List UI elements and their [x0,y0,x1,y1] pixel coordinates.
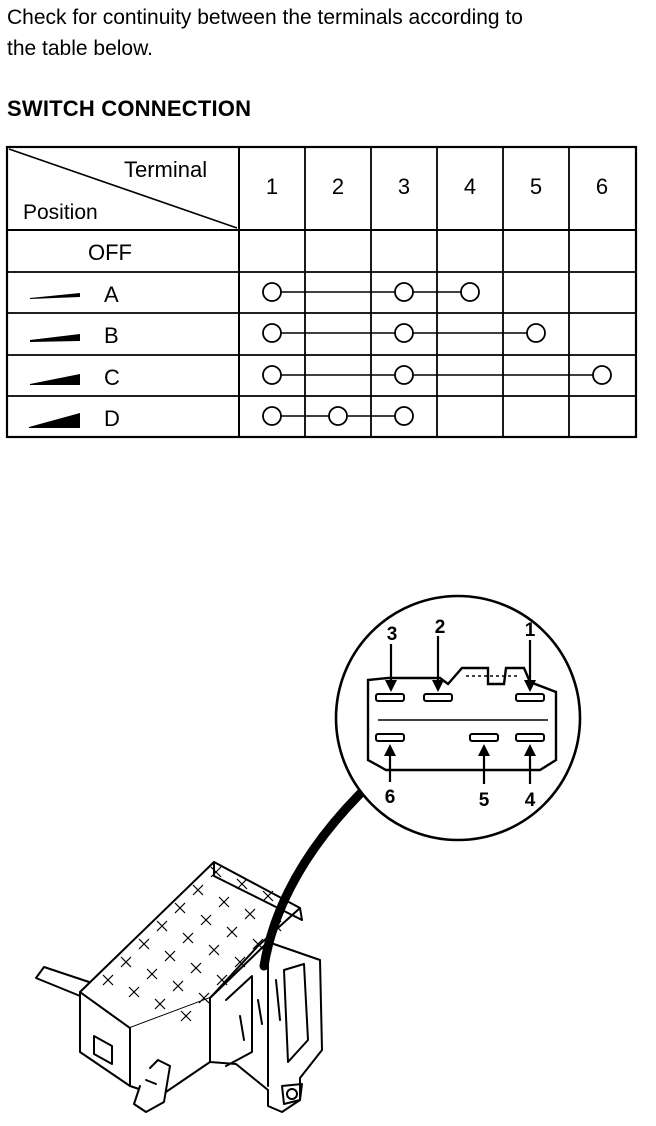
row-label-d: D [104,406,120,431]
position-bar-a-icon [30,293,80,299]
position-bar-c-icon [30,374,80,385]
position-bar-b-icon [30,334,80,342]
hatch-mark [252,938,264,950]
terminal-slot-3 [375,693,405,702]
row-label-c: C [104,365,120,390]
terminal-label-2: 2 [435,617,446,638]
hatch-mark [164,950,176,962]
terminal-slot-1 [515,693,545,702]
terminal-header-2: 2 [332,174,344,199]
hatch-mark [236,878,248,890]
terminal-header-4: 4 [464,174,476,199]
continuity-point [394,406,414,426]
hatch-mark [120,956,132,968]
row-label-off: OFF [88,240,132,265]
pointer-arrowhead-6-icon [384,744,396,756]
switch-connection-table [5,145,638,439]
switch-bottom-clip [133,1059,171,1113]
pointer-arrowhead-5-icon [478,744,490,756]
hatch-mark [226,926,238,938]
continuity-point [394,365,414,385]
connector-detail [334,594,582,842]
terminal-slot-4 [515,733,545,742]
switch-top-rim [213,861,303,921]
hatch-mark [200,914,212,926]
switch-front-recess [93,1035,113,1065]
table-border [5,145,638,439]
hatch-mark [190,962,202,974]
switch-pins [239,979,281,1041]
hatch-mark [180,1010,192,1022]
hatch-mark [262,890,274,902]
continuity-point [328,406,348,426]
header-terminal: Terminal [124,157,207,182]
intro-text: Check for continuity between the termina… [7,2,647,64]
section-title: SWITCH CONNECTION [7,96,252,121]
terminal-label-5: 5 [479,790,490,811]
pointer-arrowhead-1-icon [524,680,536,692]
hatch-mark [154,998,166,1010]
hatch-mark [234,956,246,968]
switch-clip-detail [145,1079,157,1085]
hatch-mark [218,896,230,908]
hatch-mark [244,908,256,920]
continuity-marks [262,282,612,426]
continuity-point [592,365,612,385]
hatch-mark [156,920,168,932]
hatch-mark [172,980,184,992]
switch-illustration [35,861,323,1113]
hatch-mark [192,884,204,896]
continuity-point [262,323,282,343]
terminal-header-3: 3 [398,174,410,199]
hatch-mark [208,944,220,956]
switch-side-panel [283,963,309,1063]
pointer-arrowhead-2-icon [432,680,444,692]
terminal-slot-5 [469,733,499,742]
terminal-slot-6 [375,733,405,742]
switch-mount-tab [281,1083,303,1105]
terminal-label-4: 4 [525,790,536,811]
connector-housing [366,666,558,772]
intro-line-2: the table below. [7,37,153,60]
terminal-header-1: 1 [266,174,278,199]
intro-line-1: Check for continuity between the termina… [7,6,523,29]
hatch-mark [102,974,114,986]
continuity-point [262,365,282,385]
terminal-label-6: 6 [385,787,396,808]
continuity-point [460,282,480,302]
continuity-point [262,282,282,302]
continuity-point [394,323,414,343]
terminal-header-6: 6 [596,174,608,199]
continuity-point [526,323,546,343]
hatch-mark [146,968,158,980]
hatch-mark [198,992,210,1004]
terminal-slot-2 [423,693,453,702]
position-bar-d-icon [29,413,80,428]
hatch-mark [138,938,150,950]
switch-socket [225,975,253,1067]
terminal-header-5: 5 [530,174,542,199]
hatch-mark [174,902,186,914]
row-label-b: B [104,323,119,348]
hatch-mark [216,974,228,986]
pointer-arrowhead-3-icon [385,680,397,692]
detail-leader-line [259,777,377,971]
hatch-mark [128,986,140,998]
header-diagonal [8,148,238,229]
hatch-mark [182,932,194,944]
row-label-a: A [104,282,119,307]
switch-mount-hole [286,1088,298,1100]
continuity-point [262,406,282,426]
header-position: Position [23,201,98,224]
hatch-mark [210,866,222,878]
terminal-label-1: 1 [525,620,536,641]
terminal-label-3: 3 [387,624,398,645]
pointer-arrowhead-4-icon [524,744,536,756]
continuity-point [394,282,414,302]
